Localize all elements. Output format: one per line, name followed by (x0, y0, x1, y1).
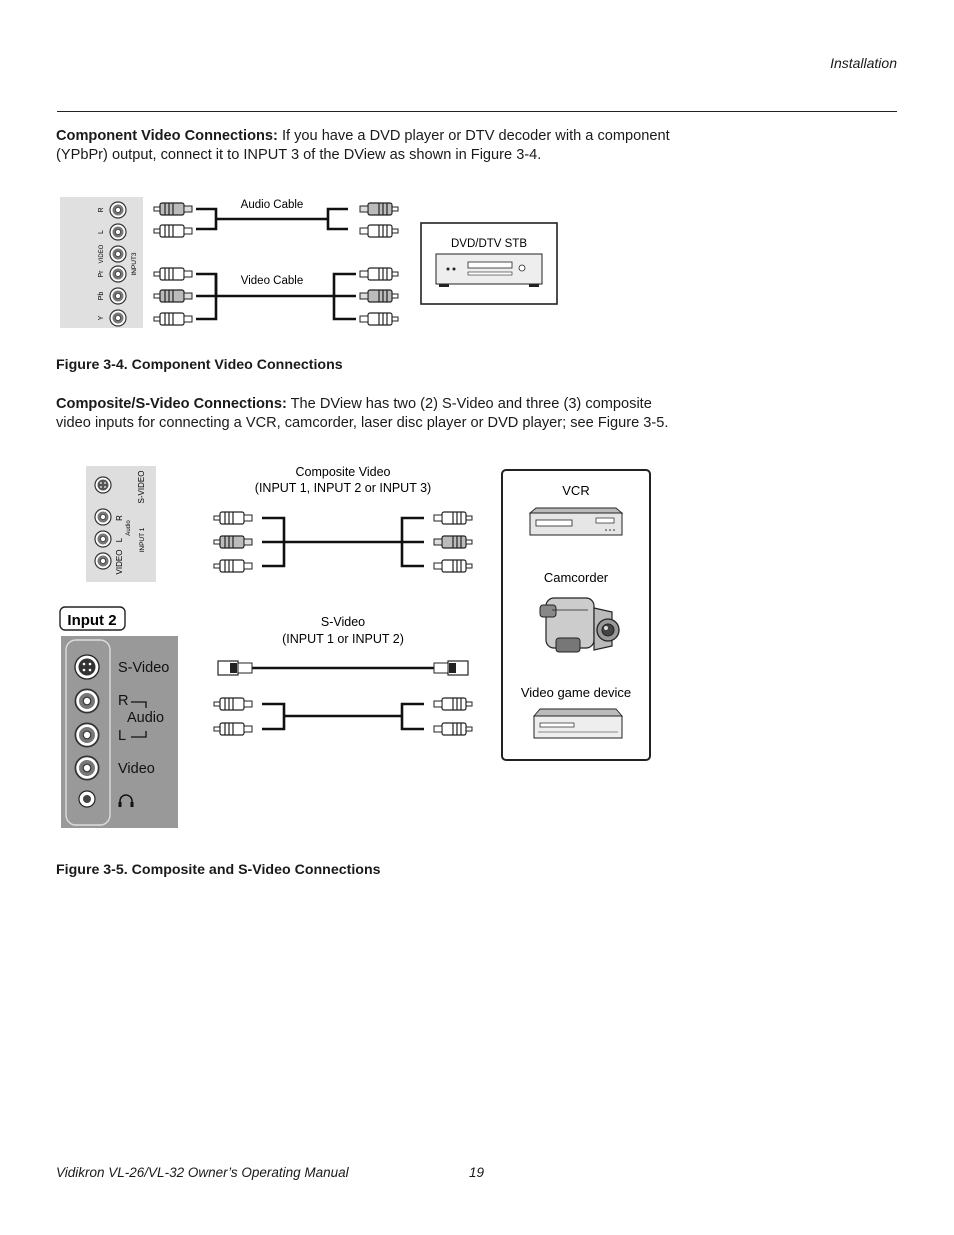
composite-cable-wire (262, 516, 424, 568)
page-number: 19 (469, 1165, 485, 1180)
figure-3-5-caption: Figure 3-5. Composite and S-Video Connec… (56, 862, 381, 878)
input2-video-label: Video (118, 761, 155, 777)
panel-group-input3: INPUT3 (131, 252, 138, 276)
panel-label-pr: Pr (98, 270, 105, 278)
composite-svideo-paragraph: Composite/S-Video Connections: The DView… (56, 395, 676, 433)
input1-audio-label: Audio (126, 520, 132, 536)
input1-svideo-jack (94, 476, 112, 494)
headphone-jack (78, 790, 96, 808)
panel-label-y: Y (98, 315, 105, 320)
game-device-icon (533, 708, 623, 739)
input1-video-label: VIDEO (115, 550, 124, 575)
panel-label-video: VIDEO (99, 244, 105, 263)
component-video-text: If you have a DVD player or DTV decoder … (56, 128, 670, 163)
composite-svideo-lead: Composite/S-Video Connections: (56, 396, 287, 412)
vcr-icon (528, 507, 624, 536)
input2-l-label: L (118, 728, 126, 744)
input1-r-label: R (115, 515, 124, 521)
input1-l-label: L (115, 537, 124, 542)
header-divider (57, 111, 897, 112)
input1-svideo-label: S-VIDEO (137, 471, 146, 504)
device-game-label: Video game device (521, 685, 631, 700)
audio-cable-wire (196, 207, 348, 231)
device-vcr-label: VCR (562, 483, 589, 498)
svideo-cable-inputs: (INPUT 1 or INPUT 2) (282, 632, 404, 646)
panel-label-pb: Pb (98, 292, 105, 301)
component-video-lead: Component Video Connections: (56, 128, 278, 144)
running-header: Installation (830, 55, 897, 71)
dvd-stb-label: DVD/DTV STB (451, 238, 527, 250)
dvd-player-icon (435, 253, 543, 287)
input2-audio-label: Audio (127, 710, 164, 726)
headphone-icon (118, 794, 134, 807)
footer-manual-title: Vidikron VL-26/VL-32 Owner’s Operating M… (56, 1165, 349, 1180)
component-video-paragraph: Component Video Connections: If you have… (56, 127, 676, 165)
input2-label: Input 2 (67, 612, 116, 629)
audio-cable-label: Audio Cable (241, 199, 304, 211)
figure-3-4-caption: Figure 3-4. Component Video Connections (56, 357, 343, 373)
camcorder-icon (539, 597, 620, 653)
svideo-cable-plugs (213, 660, 473, 736)
composite-svideo-text: The DView has two (2) S-Video and three … (56, 396, 669, 431)
input2-r-label: R (118, 693, 128, 709)
input1-group-label: INPUT 1 (139, 527, 146, 552)
input2-svideo-label: S-Video (118, 660, 169, 676)
composite-cable-label: Composite Video (296, 465, 391, 479)
composite-cable-inputs: (INPUT 1, INPUT 2 or INPUT 3) (255, 481, 431, 495)
input2-badge (59, 606, 126, 631)
panel-label-l: L (98, 230, 105, 234)
figure-component-video: R L VIDEO Pr Pb Y INPUT3 Audio Cable Vid… (60, 197, 558, 328)
video-cable-wire (196, 272, 356, 321)
input2-svideo-jack (74, 654, 100, 680)
input2-rca-jacks (74, 688, 100, 781)
input3-panel (60, 197, 143, 328)
svideo-cable-label: S-Video (321, 615, 365, 629)
panel-label-r: R (98, 207, 105, 212)
video-cable-label: Video Cable (241, 275, 303, 287)
figure-composite-svideo: S-VIDEO R L Audio VIDEO INPUT 1 Input 2 … (59, 465, 651, 828)
input1-rca-jacks (94, 508, 112, 570)
svideo-cable-wire (252, 666, 434, 731)
device-camcorder-label: Camcorder (544, 570, 609, 585)
